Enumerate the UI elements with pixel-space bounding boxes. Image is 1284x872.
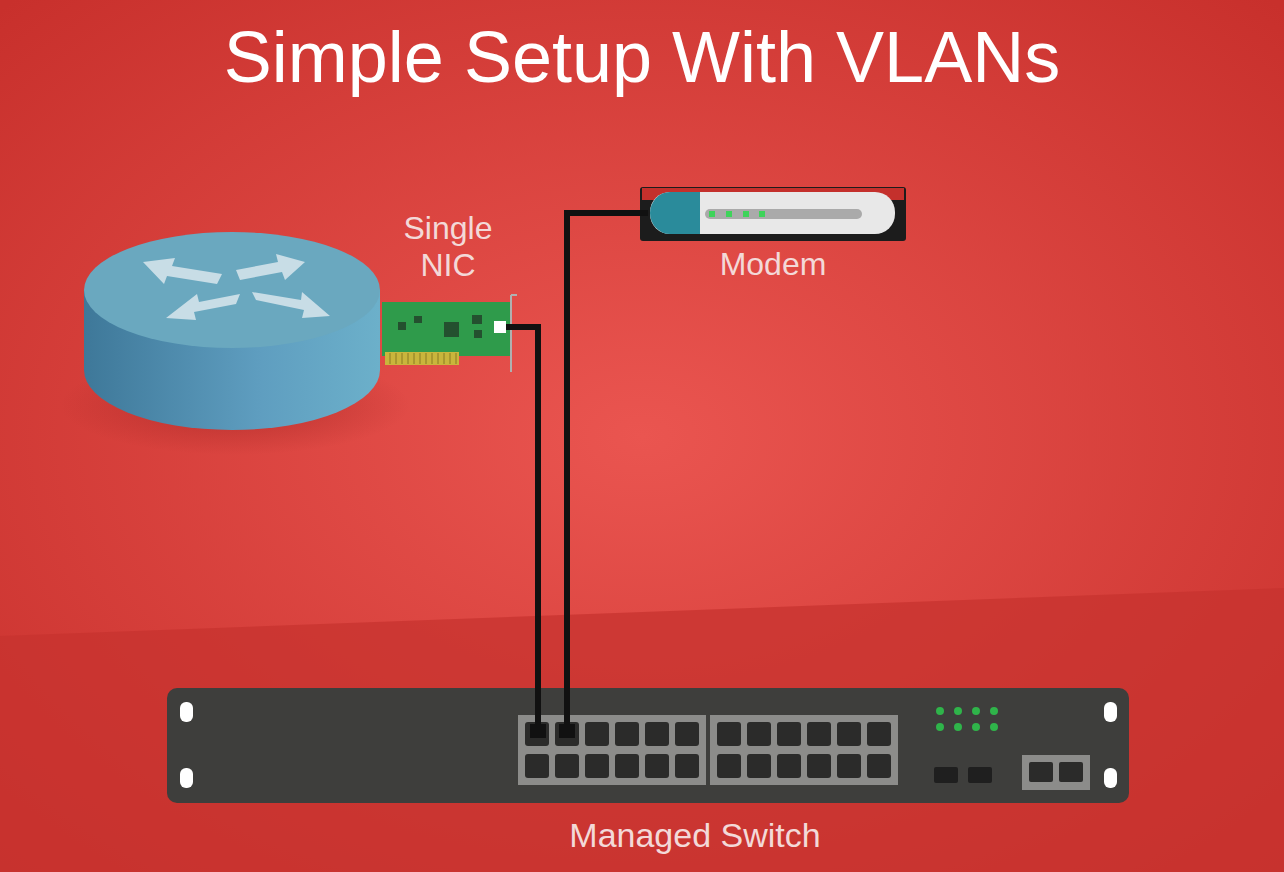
network-card: Single NIC (380, 206, 516, 370)
managed-switch: Managed Switch (165, 688, 1131, 860)
network-cable (516, 327, 538, 688)
device-label: Managed Switch (495, 816, 895, 855)
network-cable (567, 213, 640, 688)
device-label: Single NIC (393, 210, 503, 284)
diagram-title: Simple Setup With VLANs (0, 14, 1284, 100)
device-label: Modem (640, 246, 906, 283)
modem-device: Modem (640, 186, 906, 286)
